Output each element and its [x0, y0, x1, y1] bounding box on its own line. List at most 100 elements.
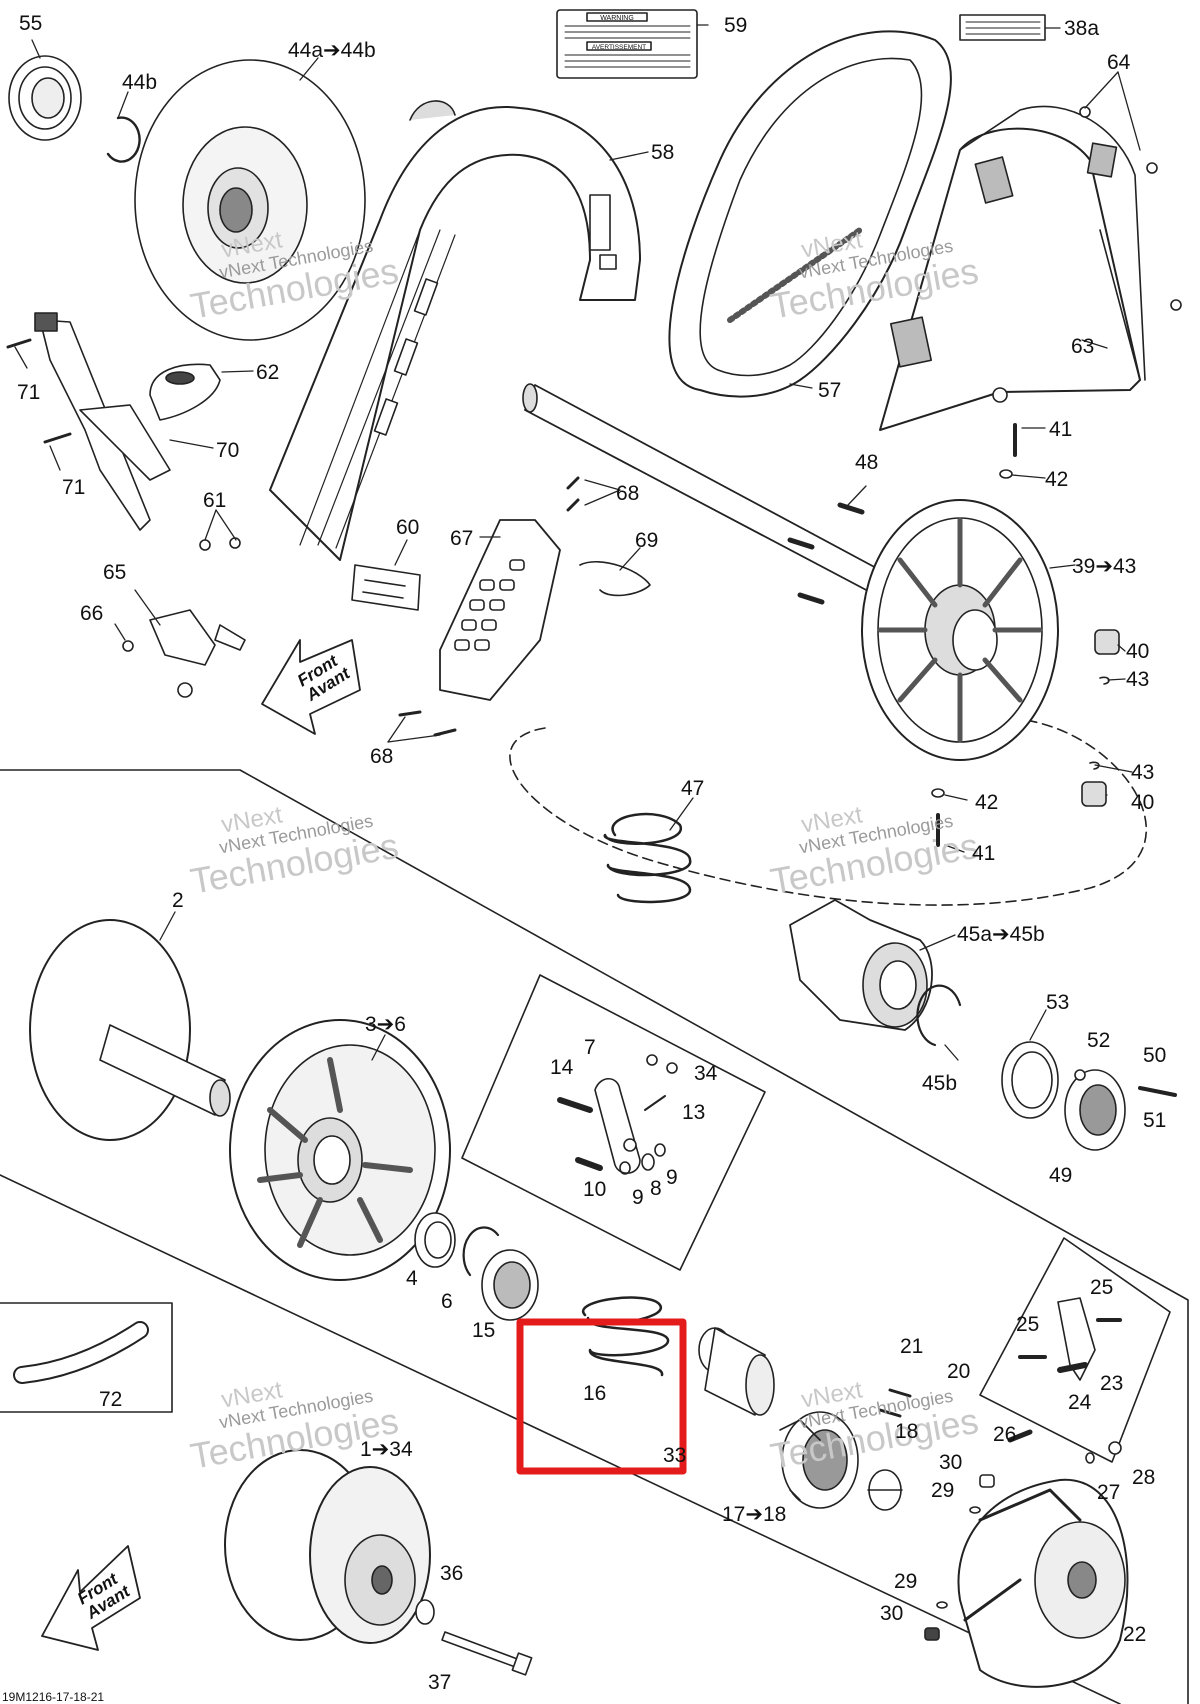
label-66: 66 — [80, 602, 104, 625]
decal-38a — [959, 14, 1046, 41]
label-4: 4 — [406, 1267, 418, 1290]
label-62: 62 — [256, 361, 280, 384]
spring-16 — [581, 1296, 670, 1377]
bushing-8 — [641, 1153, 655, 1171]
pin-10 — [575, 1157, 603, 1171]
warning-decal-59: WARNING AVERTISSEMENT — [556, 9, 698, 79]
label-48: 48 — [855, 451, 879, 474]
plate-60 — [351, 564, 421, 611]
sheave-39 — [861, 499, 1059, 761]
label-29-bottom: 29 — [894, 1570, 918, 1593]
screw-66 — [122, 640, 134, 652]
label-45a: 45a➔45b — [957, 923, 1045, 946]
label-41-bottom: 41 — [972, 842, 996, 865]
arm-7 — [594, 1077, 641, 1174]
label-10: 10 — [583, 1178, 607, 1201]
fixed-sheave-2 — [29, 919, 231, 1141]
cam-45a — [789, 899, 933, 1031]
washer-36 — [415, 1599, 435, 1625]
label-9-left: 9 — [632, 1186, 644, 1209]
pins-48 — [787, 502, 865, 605]
label-27: 27 — [1097, 1481, 1121, 1504]
label-40-top: 40 — [1126, 640, 1150, 663]
label-72: 72 — [99, 1388, 123, 1411]
label-63: 63 — [1071, 335, 1095, 358]
clip-43b — [1089, 761, 1100, 770]
bushing-33 — [698, 1327, 775, 1416]
label-14: 14 — [550, 1056, 574, 1079]
decal-heading: WARNING — [600, 15, 634, 22]
label-28: 28 — [1132, 1466, 1156, 1489]
label-71-bottom: 71 — [62, 476, 86, 499]
plate-67 — [439, 519, 561, 701]
washer-42b — [931, 788, 945, 798]
label-44a: 44a➔44b — [288, 39, 376, 62]
label-23: 23 — [1100, 1372, 1124, 1395]
label-26: 26 — [993, 1423, 1017, 1446]
lever-70 — [34, 312, 171, 531]
label-44b: 44b — [122, 71, 158, 94]
pin-14 — [557, 1097, 593, 1113]
screw-26 — [1007, 1429, 1033, 1443]
label-70: 70 — [216, 439, 240, 462]
bolt-37 — [441, 1631, 533, 1676]
section-frames — [0, 717, 1189, 1704]
leader-lines — [14, 24, 1141, 1061]
label-18: 18 — [895, 1420, 919, 1443]
screw-30b — [924, 1627, 940, 1641]
movable-sheave-3 — [229, 1019, 451, 1281]
label-68-bottom: 68 — [370, 745, 394, 768]
label-51: 51 — [1143, 1109, 1167, 1132]
bolts-34 — [646, 1054, 678, 1074]
pin-24 — [1057, 1362, 1088, 1373]
highlight-frame — [516, 1318, 687, 1475]
label-64: 64 — [1107, 51, 1131, 74]
label-47: 47 — [681, 777, 705, 800]
hose-72 — [13, 1321, 149, 1384]
front-arrow-top — [261, 639, 361, 735]
washer-29a — [969, 1506, 981, 1514]
belt-guard-63 — [879, 105, 1182, 431]
label-42-top: 42 — [1045, 468, 1069, 491]
circlip-6 — [462, 1226, 500, 1277]
label-13: 13 — [682, 1101, 706, 1124]
screws-68 — [398, 476, 580, 737]
clamp-49 — [1064, 1069, 1126, 1151]
front-arrow-bottom — [41, 1545, 141, 1651]
bolts-61 — [199, 537, 241, 551]
screw-71a — [6, 338, 32, 349]
label-24: 24 — [1068, 1391, 1092, 1414]
clutch-assembly-1 — [224, 1449, 431, 1644]
label-53: 53 — [1046, 991, 1070, 1014]
label-49: 49 — [1049, 1164, 1073, 1187]
label-20: 20 — [947, 1360, 971, 1383]
roller-40b — [1081, 781, 1107, 807]
washer-29b — [936, 1601, 948, 1609]
label-40-bottom: 40 — [1131, 791, 1155, 814]
bolt-50 — [1138, 1086, 1177, 1097]
washer-53 — [1001, 1041, 1059, 1119]
label-55: 55 — [19, 12, 43, 35]
label-52: 52 — [1087, 1029, 1111, 1052]
plate-id: 19M1216-17-18-21 — [2, 1690, 105, 1704]
washer-42a — [999, 469, 1013, 479]
label-7: 7 — [584, 1036, 596, 1059]
roller-40a — [1094, 629, 1120, 655]
seal-15 — [481, 1249, 539, 1321]
spider-17 — [779, 1411, 859, 1509]
label-21: 21 — [900, 1335, 924, 1358]
bushing-18 — [867, 1469, 903, 1511]
spring-47 — [603, 812, 692, 904]
screws-20-21 — [878, 1388, 912, 1418]
label-43-top: 43 — [1126, 668, 1150, 691]
bearing-55 — [8, 55, 82, 141]
decal-heading-fr: AVERTISSEMENT — [592, 44, 646, 51]
label-39: 39➔43 — [1072, 555, 1137, 578]
label-60: 60 — [396, 516, 420, 539]
label-57: 57 — [818, 379, 842, 402]
mount-62 — [149, 363, 221, 421]
label-15: 15 — [472, 1319, 496, 1342]
label-16: 16 — [583, 1382, 607, 1405]
bushing-4 — [414, 1212, 456, 1268]
label-71-top: 71 — [17, 381, 41, 404]
